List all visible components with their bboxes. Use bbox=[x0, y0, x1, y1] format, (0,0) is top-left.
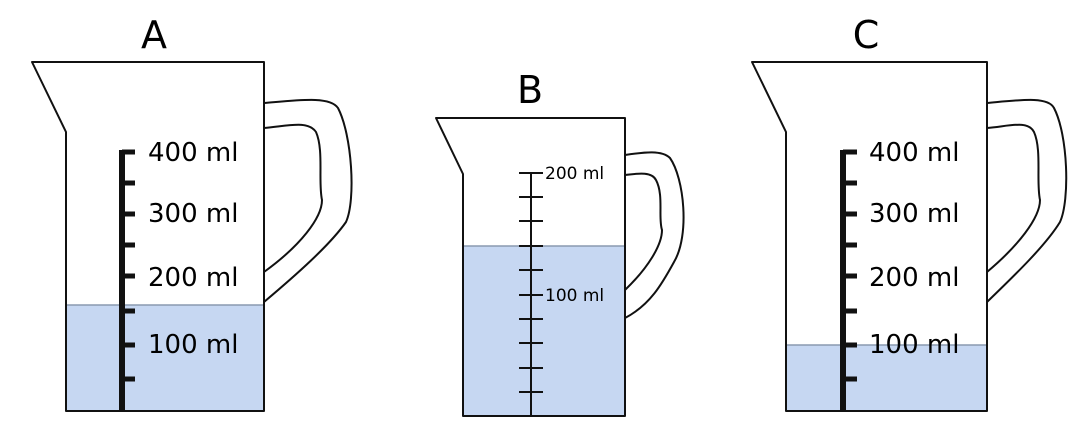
jug-c-label-300: 300 ml bbox=[869, 199, 959, 229]
jug-a-liquid bbox=[66, 305, 264, 411]
jug-c-label-400: 400 ml bbox=[869, 138, 959, 168]
jug-b: B 200 ml 100 ml bbox=[435, 68, 685, 417]
jug-b-letter: B bbox=[517, 68, 543, 112]
jug-b-handle bbox=[624, 151, 685, 319]
jug-a-label-200: 200 ml bbox=[148, 263, 238, 293]
jug-a-letter: A bbox=[141, 13, 167, 57]
jug-c: C 400 ml 300 ml 200 ml 100 ml bbox=[751, 13, 1068, 412]
jug-b-label-200: 200 ml bbox=[545, 164, 604, 184]
jug-b-label-100: 100 ml bbox=[545, 286, 604, 306]
jug-a: A 400 ml 300 ml 200 ml 100 ml bbox=[31, 13, 353, 412]
jug-b-liquid bbox=[463, 246, 625, 416]
jug-c-handle bbox=[986, 98, 1068, 303]
jug-a-label-300: 300 ml bbox=[148, 199, 238, 229]
jug-b-scale-ticks bbox=[519, 172, 543, 417]
jug-c-letter: C bbox=[853, 13, 880, 57]
jug-c-label-100: 100 ml bbox=[869, 330, 959, 360]
jug-c-body-outline bbox=[751, 61, 988, 412]
jug-c-label-200: 200 ml bbox=[869, 263, 959, 293]
jug-c-liquid bbox=[786, 345, 987, 411]
jug-b-body-outline bbox=[435, 117, 626, 417]
jug-c-scale-ticks bbox=[843, 149, 857, 382]
jug-a-label-400: 400 ml bbox=[148, 138, 238, 168]
jug-a-scale-ticks bbox=[122, 149, 135, 382]
jug-a-label-100: 100 ml bbox=[148, 330, 238, 360]
jug-a-body-outline bbox=[31, 61, 265, 412]
jug-a-handle bbox=[263, 98, 353, 303]
